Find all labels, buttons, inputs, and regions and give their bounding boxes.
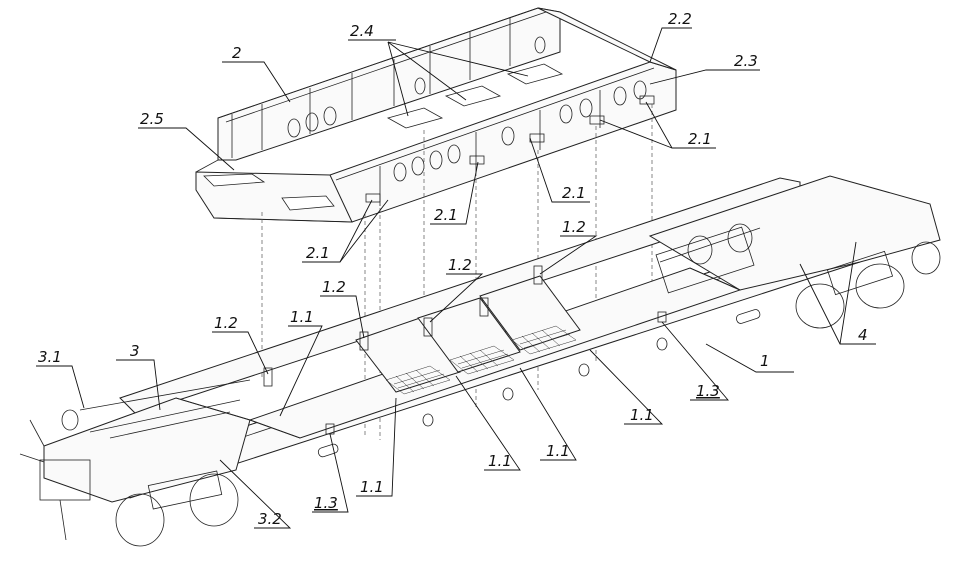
part-labels: 2 2.4 2.2 2.3 2.5 2.1 2.1 2.1 2.1 1.2 1.… [38, 10, 868, 528]
label-1-1-a: 1.1 [290, 308, 314, 326]
label-1-3-left: 1.3 [314, 494, 338, 512]
label-2-2: 2.2 [668, 10, 692, 28]
label-2-1-center: 2.1 [434, 206, 458, 224]
label-1-2-c: 1.2 [322, 278, 346, 296]
upper-frame-part-2 [195, 7, 677, 223]
label-3-2: 3.2 [258, 510, 282, 528]
label-2-5: 2.5 [140, 110, 164, 128]
label-1-1-c: 1.1 [546, 442, 570, 460]
label-1-2-d: 1.2 [214, 314, 238, 332]
label-3: 3 [130, 342, 140, 360]
label-3-1: 3.1 [38, 348, 62, 366]
label-4: 4 [858, 326, 868, 344]
label-2: 2 [232, 44, 242, 62]
label-1-1-b: 1.1 [630, 406, 654, 424]
leader-lines [36, 27, 876, 529]
label-2-1-mid: 2.1 [562, 184, 586, 202]
label-2-1-right: 2.1 [688, 130, 712, 148]
label-1-2-a: 1.2 [562, 218, 586, 236]
label-2-4: 2.4 [350, 22, 374, 40]
label-1-2-b: 1.2 [448, 256, 472, 274]
label-1-1-e: 1.1 [360, 478, 384, 496]
label-2-1-left: 2.1 [306, 244, 330, 262]
label-1-3-right: 1.3 [696, 382, 720, 400]
label-1: 1 [760, 352, 770, 370]
label-1-1-d: 1.1 [488, 452, 512, 470]
lower-frame-part-1 [19, 175, 941, 547]
label-2-3: 2.3 [734, 52, 758, 70]
